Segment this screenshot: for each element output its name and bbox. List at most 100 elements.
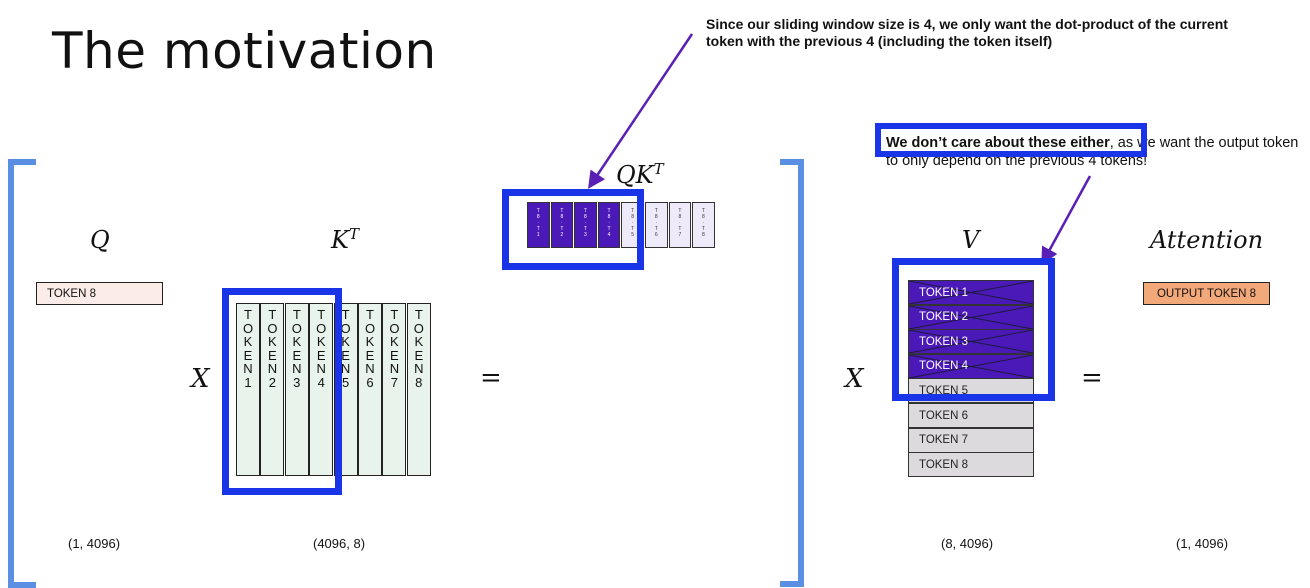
kt-column-letter: K — [316, 334, 326, 350]
v-label: V — [962, 226, 980, 254]
kt-column-letter: E — [390, 347, 399, 363]
kt-column-letter: N — [292, 361, 302, 377]
cross-line — [909, 354, 1033, 378]
qkt-cell-text: 3 — [584, 232, 587, 238]
qkt-cell-text: 8 — [654, 214, 658, 220]
kt-column-letter: O — [413, 320, 424, 336]
kt-column-letter: O — [267, 320, 278, 336]
qkt-cell-text: T — [536, 208, 540, 214]
kt-column-letter: 2 — [268, 374, 276, 390]
qkt-cell-text: T — [560, 208, 564, 214]
qkt-cell-text: · — [631, 220, 634, 226]
qkt-cell-text: T — [560, 226, 564, 232]
kt-column-letter: N — [267, 361, 278, 377]
crossed-out-icon — [909, 281, 1033, 304]
qkt-cell-text: 8 — [631, 214, 635, 220]
qkt-cell-text: 2 — [560, 232, 564, 238]
qkt-cell-text: · — [561, 220, 563, 226]
q-label: Q — [90, 226, 110, 254]
kt-column-letter: K — [292, 334, 302, 350]
kt-column-letter: 4 — [317, 374, 325, 390]
kt-column-letter: 8 — [415, 374, 423, 390]
qkt-cell-text: 8 — [678, 214, 682, 220]
v-row-label: TOKEN 5 — [919, 384, 968, 397]
kt-column-letter: N — [365, 361, 375, 377]
kt-column-letter: E — [292, 347, 302, 363]
qkt-cell-text: · — [655, 220, 658, 226]
qkt-cell-text: T — [631, 208, 635, 214]
qkt-cell-text: · — [702, 220, 705, 226]
qkt-cell-text: T — [678, 208, 682, 214]
crossed-out-icon — [909, 330, 1033, 354]
qkt-cell-text: · — [584, 220, 587, 226]
v-row: TOKEN 2 — [908, 304, 1034, 330]
qkt-cell-text: 5 — [631, 232, 635, 238]
output-token-box: OUTPUT TOKEN 8 — [1143, 282, 1270, 305]
multiply-sign-1: X — [191, 364, 210, 394]
v-row: TOKEN 3 — [908, 329, 1034, 355]
v-row: TOKEN 4 — [908, 353, 1034, 379]
kt-column-letter: 1 — [244, 374, 252, 390]
qkt-cell-text: 8 — [607, 214, 611, 220]
dim-output: (1, 4096) — [1176, 536, 1229, 551]
kt-column-letter: T — [390, 307, 399, 322]
v-row: TOKEN 7 — [908, 427, 1034, 453]
kt-column-letter: T — [292, 307, 301, 322]
multiply-sign-2: X — [845, 364, 864, 394]
annotation-sliding-window: Since our sliding window size is 4, we o… — [706, 16, 1228, 49]
v-row-label: TOKEN 7 — [919, 434, 968, 447]
kt-column-letter: 5 — [341, 374, 350, 390]
qkt-window-highlight — [502, 189, 644, 270]
left-bracket — [8, 159, 36, 588]
kt-column-letter: O — [242, 320, 254, 336]
v-window-highlight — [892, 258, 1055, 401]
v-row: TOKEN 6 — [908, 403, 1034, 428]
v-row: TOKEN 1 — [908, 280, 1034, 305]
kt-column-letter: E — [268, 347, 277, 363]
qkt-cell-text: T — [654, 208, 658, 214]
dim-kt: (4096, 8) — [313, 536, 366, 551]
qkt-cell-text: 8 — [536, 214, 540, 220]
q-token-box: TOKEN 8 — [36, 282, 163, 305]
kt-column-letter: T — [317, 307, 326, 322]
qkt-cell-text: 4 — [607, 232, 611, 238]
kt-column-letter: T — [268, 307, 277, 322]
kt-column-letter: N — [316, 361, 326, 377]
v-row-label: TOKEN 3 — [919, 335, 968, 348]
kt-column-letter: 6 — [366, 374, 374, 390]
qkt-cell-text: 6 — [654, 232, 658, 238]
dim-v: (8, 4096) — [941, 536, 994, 551]
kt-label: KT — [331, 225, 359, 254]
qkt-cell-text: 8 — [584, 214, 587, 220]
kt-window-highlight — [222, 288, 342, 495]
equals-sign-2: = — [1081, 363, 1103, 393]
kt-column-letter: T — [341, 307, 350, 322]
kt-column-letter: O — [389, 320, 400, 336]
qkt-cell-text: 8 — [702, 232, 705, 238]
qkt-cell-text: 1 — [536, 232, 540, 238]
kt-column-letter: O — [316, 320, 327, 336]
kt-column-letter: E — [365, 347, 375, 363]
kt-column-letter: N — [414, 361, 424, 377]
kt-column-letter: E — [243, 347, 253, 363]
kt-column-letter: T — [244, 307, 252, 322]
kt-column-letter: K — [268, 334, 277, 350]
crossed-out-icon — [909, 305, 1033, 329]
qkt-cell-text: T — [631, 226, 635, 232]
kt-column-letter: K — [414, 334, 424, 350]
annotation-v-rows: We don’t care about these either, as we … — [886, 135, 1299, 169]
dim-q: (1, 4096) — [68, 536, 121, 551]
